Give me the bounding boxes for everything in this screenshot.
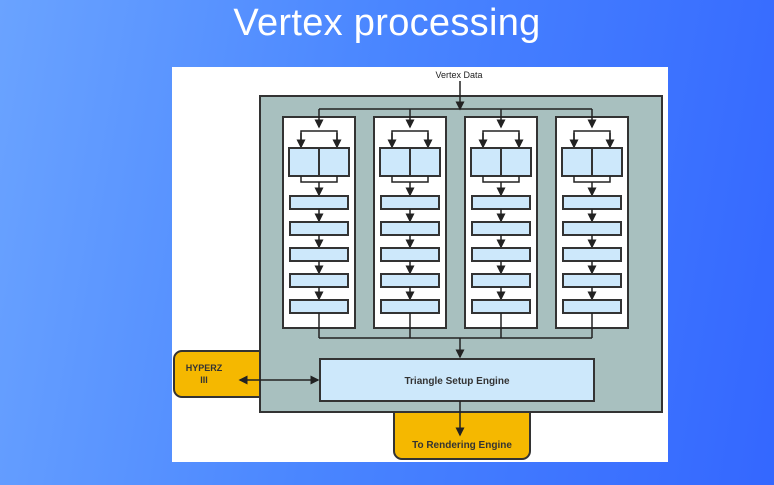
serial-stage [562, 299, 622, 314]
parallel-unit [561, 147, 593, 177]
serial-stage [562, 195, 622, 210]
serial-stage [380, 221, 440, 236]
parallel-unit [591, 147, 623, 177]
serial-stage [562, 221, 622, 236]
triangle-setup-engine [319, 358, 595, 402]
hyperz-label: HYPERZ [186, 363, 223, 373]
serial-stage [471, 273, 531, 288]
hyperz-version-label: III [200, 375, 208, 385]
serial-stage [380, 247, 440, 262]
parallel-unit [318, 147, 350, 177]
serial-stage [289, 221, 349, 236]
parallel-unit [470, 147, 502, 177]
serial-stage [562, 273, 622, 288]
vertex-processing-diagram: Triangle Setup Engine HYPERZ III To Rend… [173, 70, 663, 460]
serial-stage [471, 221, 531, 236]
serial-stage [471, 299, 531, 314]
diagram-canvas: Triangle Setup Engine HYPERZ III To Rend… [172, 67, 668, 462]
parallel-unit [409, 147, 441, 177]
serial-stage [380, 299, 440, 314]
parallel-unit [288, 147, 320, 177]
serial-stage [289, 299, 349, 314]
parallel-unit [500, 147, 532, 177]
triangle-setup-label: Triangle Setup Engine [404, 376, 509, 387]
vertex-data-label: Vertex Data [435, 70, 482, 80]
serial-stage [380, 273, 440, 288]
serial-stage [289, 273, 349, 288]
slide-title: Vertex processing [233, 2, 541, 44]
serial-stage [289, 247, 349, 262]
serial-stage [471, 195, 531, 210]
serial-stage [380, 195, 440, 210]
serial-stage [562, 247, 622, 262]
rendering-engine-label: To Rendering Engine [412, 440, 512, 451]
parallel-unit [379, 147, 411, 177]
serial-stage [289, 195, 349, 210]
serial-stage [471, 247, 531, 262]
